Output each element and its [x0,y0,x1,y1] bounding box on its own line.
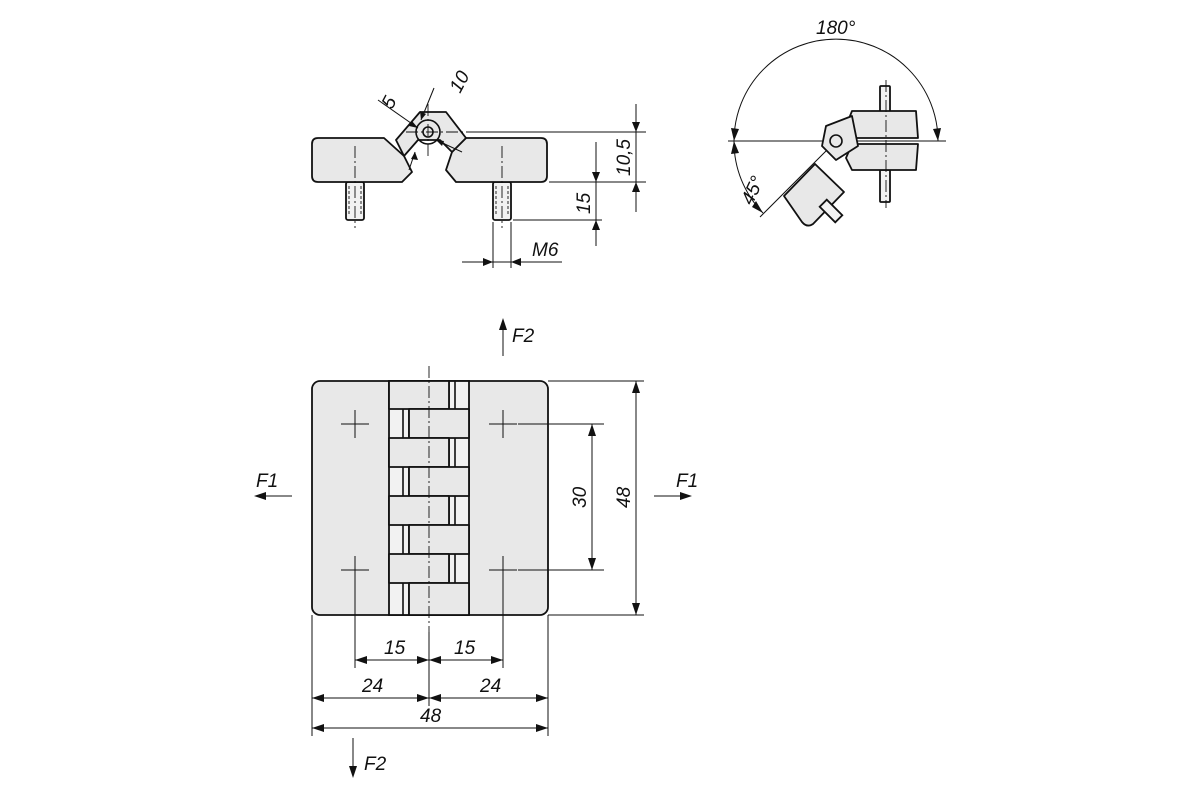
rotation-view: 180° 45° [728,18,946,227]
dim-hole-offset-left: 15 [384,638,406,659]
rotation-knuckle [821,115,859,161]
arc-180 [733,38,939,142]
rotation-leaf-upper [845,110,919,139]
angle-180: 180° [816,18,856,39]
dim-plate-height: 48 [614,486,635,508]
dim-half-width-right: 24 [479,676,501,697]
rotation-leaf-lower [845,143,919,171]
force-left: F1 [256,471,278,492]
dim-hole-offset-right: 15 [454,638,476,659]
front-view: F2 F2 F1 F1 [254,318,698,778]
side-leaf-left [311,137,413,183]
side-view: 5 10 10,5 15 M6 [311,67,646,268]
dim-height-total: 10,5 [614,139,635,176]
dim-pin-small: 5 [378,93,402,113]
dim-stud-length: 15 [574,192,595,214]
dim-thread: M6 [532,240,559,261]
force-right: F1 [676,471,698,492]
side-leaf-right [445,137,548,183]
dim-half-width-left: 24 [361,676,383,697]
force-bottom: F2 [364,754,387,775]
hole-marks [341,410,517,584]
rotation-leaf-tilted [783,163,845,227]
dim-pin-large: 10 [446,67,475,96]
dim-hole-pitch: 30 [570,486,591,508]
dim-plate-width: 48 [420,706,442,727]
angle-45: 45° [737,173,768,208]
force-top: F2 [512,326,535,347]
